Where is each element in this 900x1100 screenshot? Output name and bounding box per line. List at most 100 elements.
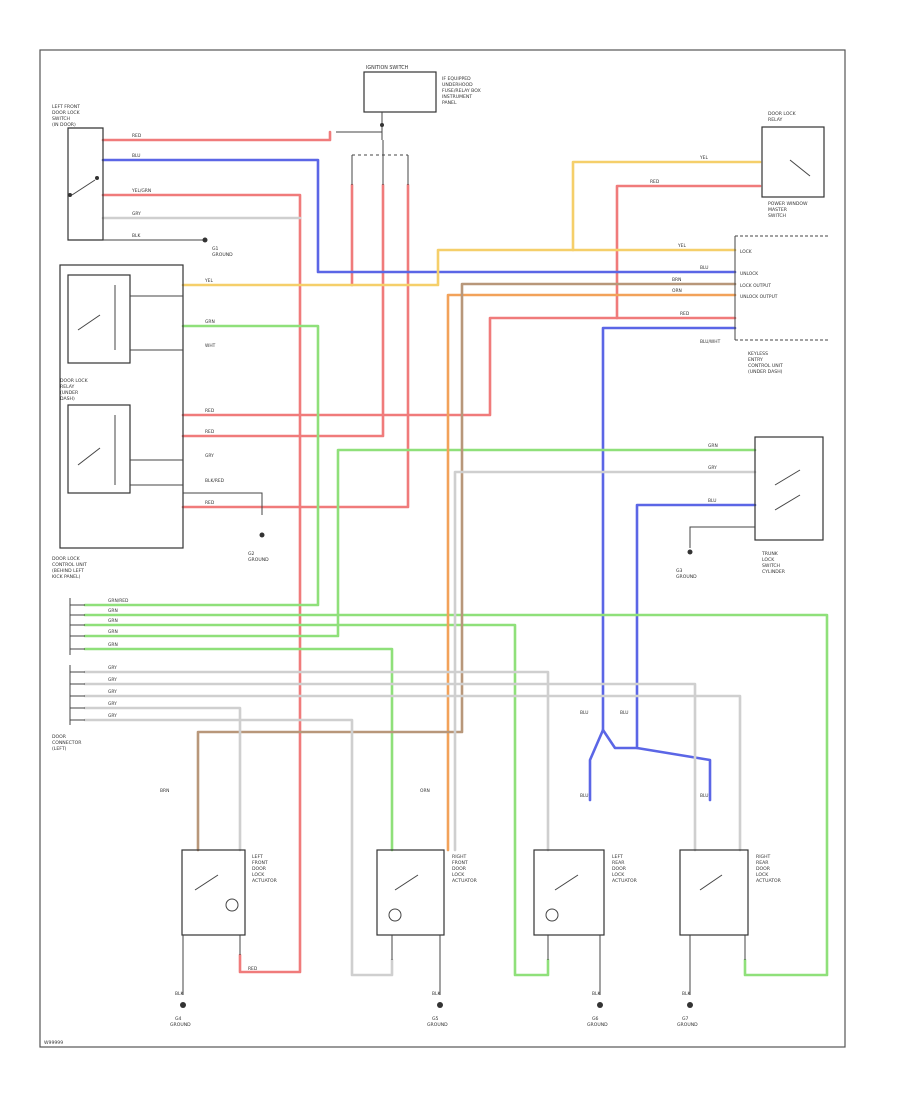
wire-gray-6 bbox=[453, 470, 757, 852]
wire-yellow-right bbox=[571, 160, 762, 252]
wlbl-yellow-1: YEL bbox=[204, 278, 213, 284]
ground-2-line-1: GROUND bbox=[248, 557, 269, 563]
dlk-relay-1: RELAY bbox=[60, 384, 75, 390]
ground-rf-1: GROUND bbox=[427, 1022, 448, 1028]
wire-brown-rf bbox=[196, 282, 737, 852]
keyless-3: (UNDER DASH) bbox=[748, 369, 783, 375]
wlbl-yelgrn: YEL/GRN bbox=[131, 188, 151, 194]
wire-red-right-top bbox=[615, 184, 762, 320]
wire-blue-lr bbox=[588, 326, 737, 802]
wlbl-black-3: BLK bbox=[432, 991, 440, 997]
ignition-line-3: INSTRUMENT bbox=[442, 94, 472, 100]
lock-relay-upper-1: RELAY bbox=[768, 117, 783, 123]
ignition-line-1: UNDERHOOD bbox=[442, 82, 473, 88]
wire-red-top bbox=[101, 130, 332, 142]
ground-rf: G5 GROUND bbox=[427, 1002, 448, 1028]
dlk-relay-2: (UNDER bbox=[60, 390, 79, 396]
wlbl-black-4: BLK bbox=[592, 991, 600, 997]
rf-act-0: RIGHT bbox=[452, 854, 467, 860]
wlbl-blue-4: BLU bbox=[580, 710, 588, 716]
lr-act-2: DOOR bbox=[612, 866, 627, 872]
wlbl-red-2: RED bbox=[205, 408, 215, 414]
wlbl-red-3: RED bbox=[205, 429, 215, 435]
wlbl-green-6: GRN bbox=[108, 642, 118, 648]
wlbl-red-7: RED bbox=[248, 966, 258, 972]
dlk-unit-1: CONTROL UNIT bbox=[52, 562, 87, 568]
wlbl-blkred: BLK/RED bbox=[205, 478, 225, 484]
wire-labels: RED BLU YEL/GRN GRY BLK YEL GRN WHT RED … bbox=[108, 133, 721, 997]
keyless-1: ENTRY bbox=[748, 357, 763, 363]
keyless-0: KEYLESS bbox=[748, 351, 768, 357]
footer-code: W99999 bbox=[44, 1040, 63, 1046]
wlbl-gray-4: GRY bbox=[108, 665, 117, 671]
ground-1: G1 GROUND bbox=[103, 237, 233, 258]
wlbl-black-2: BLK bbox=[175, 991, 183, 997]
ground-rf-0: G5 bbox=[432, 1016, 439, 1022]
dlk-unit-2: (BEHIND LEFT bbox=[52, 568, 84, 574]
door-switch-lf-3: (IN DOOR) bbox=[52, 122, 76, 128]
wlbl-gray-6: GRY bbox=[108, 689, 117, 695]
lf-act-0: LEFT bbox=[252, 854, 263, 860]
wlbl-green-4: GRN bbox=[108, 618, 118, 624]
lf-act-2: DOOR bbox=[252, 866, 267, 872]
pin-unlock: UNLOCK bbox=[740, 271, 758, 277]
wire-gray-5 bbox=[83, 718, 394, 977]
dlk-unit-0: DOOR LOCK bbox=[52, 556, 81, 562]
wire-gray-2 bbox=[83, 682, 697, 852]
wlbl-blue-2: BLU bbox=[700, 265, 708, 271]
dlk-relay-0: DOOR LOCK bbox=[60, 378, 89, 384]
ground-lr-1: GROUND bbox=[587, 1022, 608, 1028]
wlbl-yellow-3: YEL bbox=[699, 155, 708, 161]
wire-green-relay bbox=[83, 324, 320, 607]
lock-relay-upper-0: DOOR LOCK bbox=[768, 111, 797, 117]
ground-3-line-0: G3 bbox=[676, 568, 683, 574]
diagram-frame bbox=[39, 49, 846, 1048]
rf-act-1: FRONT bbox=[452, 860, 468, 866]
wire-green-rf bbox=[83, 647, 394, 852]
lf-actuator: LEFT FRONT DOOR LOCK ACTUATOR bbox=[181, 849, 278, 995]
trunk-1: LOCK bbox=[762, 557, 775, 563]
wire-green-keyless bbox=[83, 448, 757, 638]
wire-green-rr bbox=[83, 613, 829, 977]
trunk-3: CYLINDER bbox=[762, 569, 786, 575]
wlbl-gray-1: GRY bbox=[132, 211, 141, 217]
ground-1-line-0: G1 bbox=[212, 246, 219, 252]
lf-act-1: FRONT bbox=[252, 860, 268, 866]
dlk-unit-3: KICK PANEL) bbox=[52, 574, 81, 580]
wire-blue-junction bbox=[601, 728, 639, 750]
wlbl-blue-1: BLU bbox=[132, 153, 140, 159]
ground-2: G2 GROUND bbox=[183, 492, 269, 563]
lr-act-4: ACTUATOR bbox=[612, 878, 638, 884]
wires bbox=[83, 130, 829, 977]
dlk-relay-3: DASH) bbox=[60, 396, 75, 402]
wlbl-bluwht: BLU/WHT bbox=[700, 339, 721, 345]
ignition-title: IGNITION SWITCH bbox=[366, 65, 409, 71]
wlbl-blue-5: BLU bbox=[620, 710, 628, 716]
trunk-2: SWITCH bbox=[762, 563, 780, 569]
rr-act-1: REAR bbox=[756, 860, 769, 866]
trunk-lock-switch: TRUNK LOCK SWITCH CYLINDER bbox=[754, 436, 824, 575]
wlbl-yellow-2: YEL bbox=[677, 243, 686, 249]
wire-yellow-relay bbox=[181, 248, 737, 287]
wire-orange-rf bbox=[446, 293, 737, 852]
ground-1-line-1: GROUND bbox=[212, 252, 233, 258]
lf-act-3: LOCK bbox=[252, 872, 265, 878]
lr-act-0: LEFT bbox=[612, 854, 623, 860]
door-switch-lf-0: LEFT FRONT bbox=[52, 104, 80, 110]
ground-rr-1: GROUND bbox=[677, 1022, 698, 1028]
wlbl-brown-2: BRN bbox=[160, 788, 169, 794]
keyless-2: CONTROL UNIT bbox=[748, 363, 783, 369]
wlbl-gray-5: GRY bbox=[108, 677, 117, 683]
door-lock-relay-box: DOOR LOCK RELAY (UNDER DASH) DOOR LOCK C… bbox=[52, 264, 184, 580]
lr-actuator: LEFT REAR DOOR LOCK ACTUATOR bbox=[533, 849, 638, 995]
keyless-connector: LOCK UNLOCK LOCK OUTPUT UNLOCK OUTPUT KE… bbox=[734, 235, 830, 375]
wlbl-red-5: RED bbox=[680, 311, 690, 317]
upper-right-lock-relay: DOOR LOCK RELAY POWER WINDOW MASTER SWIT… bbox=[761, 111, 825, 219]
ground-rr: G7 GROUND bbox=[677, 1002, 698, 1028]
power-window-1: MASTER bbox=[768, 207, 788, 213]
left-front-door-switch: LEFT FRONT DOOR LOCK SWITCH (IN DOOR) bbox=[52, 104, 104, 241]
power-window-2: SWITCH bbox=[768, 213, 786, 219]
ground-lr: G6 GROUND bbox=[587, 1002, 608, 1028]
wlbl-green-3: GRN bbox=[108, 608, 118, 614]
